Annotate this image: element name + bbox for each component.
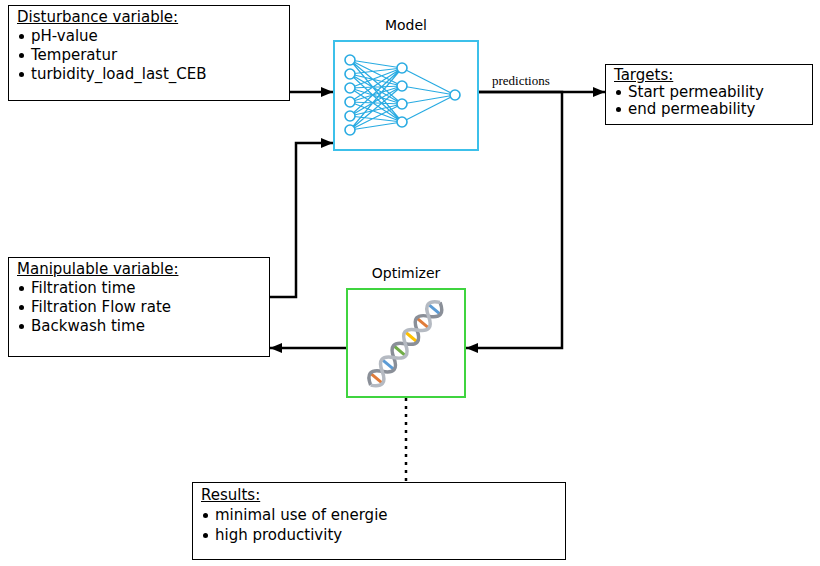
rung — [393, 346, 405, 356]
neuron — [450, 90, 460, 100]
bullet-text: turbidity_load_last_CEB — [31, 65, 207, 83]
box-heading: Manipulable variable: — [17, 260, 261, 279]
bullet-text: end permeability — [628, 100, 756, 118]
bullet-item: end permeability — [614, 101, 804, 118]
node-caption: Model — [305, 17, 507, 34]
rung — [382, 359, 394, 369]
heading-line: Targets: — [614, 67, 804, 84]
model-box: Model — [333, 40, 479, 151]
rung — [428, 304, 440, 314]
neuron — [345, 55, 355, 65]
bullet-dot — [616, 90, 621, 95]
bullet-dot — [203, 513, 208, 518]
bullet-dot — [19, 72, 24, 77]
bullet-dot — [19, 305, 24, 310]
bullet-item: Start permeability — [614, 84, 804, 101]
bullet-text: Start permeability — [628, 83, 764, 101]
bullet-item: Filtration Flow rate — [17, 298, 261, 317]
bullet-item: Backwash time — [17, 317, 261, 336]
heading-line: Results: — [201, 485, 557, 505]
neuron — [345, 69, 355, 79]
arrow-connector — [270, 347, 346, 350]
neuron — [397, 81, 407, 91]
arrow-connector — [466, 92, 562, 348]
rung — [405, 332, 417, 342]
dna-helix-icon — [365, 297, 447, 390]
bullet-item: Temperatur — [17, 46, 281, 65]
heading-line: Manipulable variable: — [17, 260, 261, 279]
bullet-dot — [203, 533, 208, 538]
network-links — [350, 60, 455, 130]
bullet-dot — [19, 324, 24, 329]
heading-line: Disturbance variable: — [17, 8, 281, 27]
helix-strand — [365, 297, 447, 390]
bullet-text: pH-value — [31, 27, 98, 45]
network-neurons — [345, 55, 460, 135]
bullet-text: Filtration time — [31, 279, 136, 297]
edge-label: predictions — [490, 73, 552, 89]
bullet-item: Filtration time — [17, 279, 261, 298]
manipulable-box: Manipulable variable:Filtration timeFilt… — [8, 257, 270, 357]
neuron — [345, 111, 355, 121]
bullet-dot — [616, 107, 621, 112]
bullet-text: Backwash time — [31, 317, 145, 335]
box-heading: Disturbance variable: — [17, 8, 281, 27]
neural-network-icon — [345, 55, 460, 135]
arrow-connector — [290, 91, 333, 94]
dashed-connector — [405, 398, 408, 482]
optimizer-box: Optimizer — [346, 288, 466, 398]
box-heading: Targets: — [614, 67, 804, 84]
arrow-connector — [270, 143, 333, 297]
bullet-dot — [19, 53, 24, 58]
bullet-text: Filtration Flow rate — [31, 298, 171, 316]
bullet-item: turbidity_load_last_CEB — [17, 65, 281, 84]
rung — [417, 318, 429, 328]
bullet-text: high productivity — [215, 526, 342, 544]
node-caption: Optimizer — [318, 265, 494, 282]
bullet-dot — [19, 286, 24, 291]
disturbance-box: Disturbance variable:pH-valueTemperaturt… — [8, 5, 290, 101]
bullet-text: Temperatur — [31, 46, 117, 64]
bullet-item: high productivity — [201, 525, 557, 545]
neuron — [397, 117, 407, 127]
neuron — [345, 83, 355, 93]
bullet-text: minimal use of energie — [215, 506, 388, 524]
box-heading: Results: — [201, 485, 557, 505]
targets-box: Targets:Start permeabilityend permeabili… — [605, 64, 813, 125]
bullet-item: minimal use of energie — [201, 505, 557, 525]
bullet-item: pH-value — [17, 27, 281, 46]
neuron — [397, 63, 407, 73]
neuron — [345, 125, 355, 135]
results-box: Results:minimal use of energie high produ… — [192, 482, 566, 560]
bullet-dot — [19, 34, 24, 39]
neuron — [345, 97, 355, 107]
helix-strand — [365, 297, 447, 390]
neuron — [397, 99, 407, 109]
rung — [370, 373, 382, 383]
